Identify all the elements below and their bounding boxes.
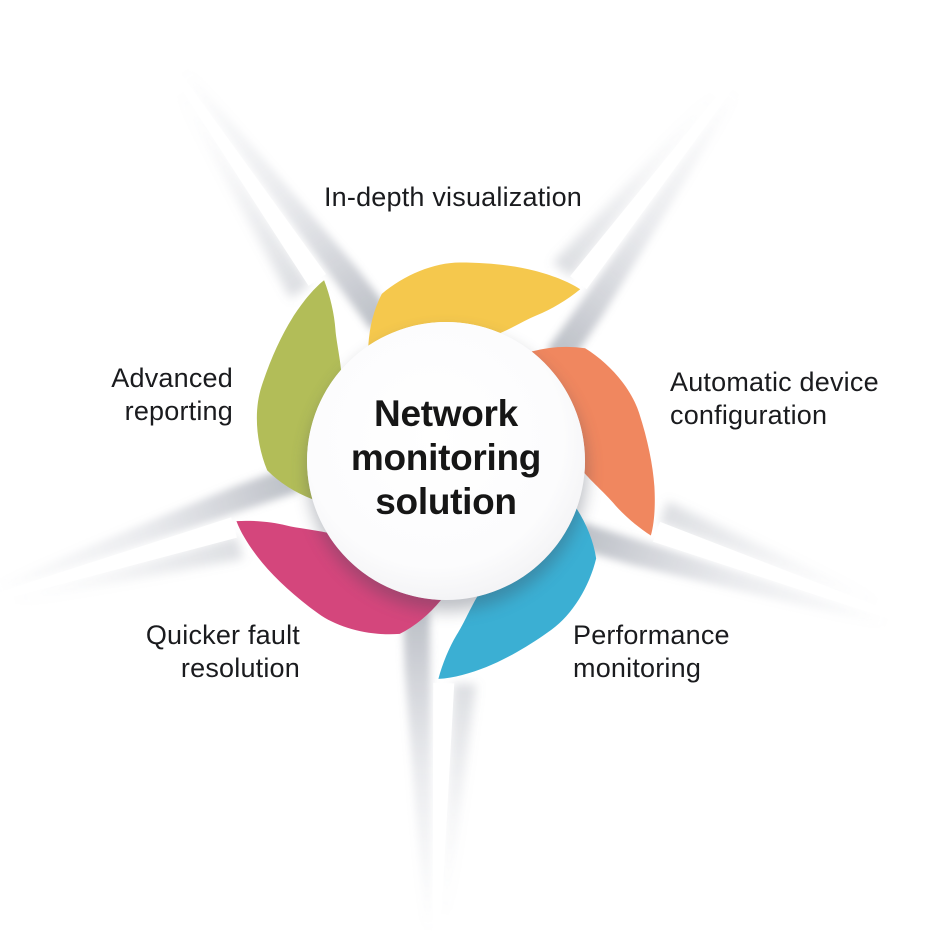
- label-line: Advanced: [111, 363, 233, 393]
- center-title: Network monitoring solution: [296, 392, 596, 524]
- label-line: configuration: [670, 400, 828, 430]
- label-quicker-fault-resolution: Quicker fault resolution: [146, 619, 300, 685]
- label-performance-monitoring: Performance monitoring: [573, 619, 730, 685]
- label-in-depth-visualization: In-depth visualization: [324, 181, 582, 214]
- label-line: In-depth visualization: [323, 182, 583, 212]
- label-line: reporting: [124, 396, 233, 426]
- label-advanced-reporting: Advanced reporting: [111, 362, 233, 428]
- label-line: resolution: [180, 653, 300, 683]
- hub-circle: [307, 322, 585, 600]
- ray-top-right: [508, 67, 765, 366]
- label-line: Quicker fault: [145, 620, 300, 650]
- label-line: Automatic device: [670, 367, 879, 397]
- center-title-line: Network: [374, 393, 518, 434]
- label-line: Performance: [573, 620, 730, 650]
- label-automatic-device-configuration: Automatic device configuration: [670, 366, 879, 432]
- label-line: monitoring: [573, 653, 702, 683]
- center-title-line: monitoring: [350, 437, 542, 478]
- center-title-line: solution: [375, 481, 517, 522]
